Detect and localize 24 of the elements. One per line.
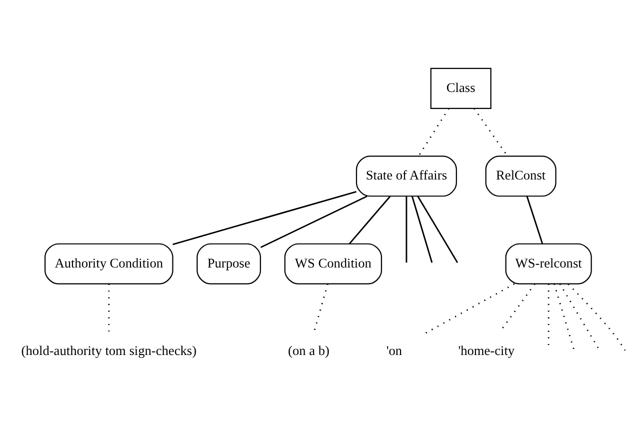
node-box: Class xyxy=(430,68,492,109)
connector xyxy=(172,190,357,246)
connector xyxy=(418,108,450,156)
node-box: Authority Condition xyxy=(44,243,174,284)
connector xyxy=(526,196,544,244)
node-text: (on a b) xyxy=(288,343,330,358)
node-box: WS Condition xyxy=(284,243,382,284)
connector xyxy=(313,284,328,332)
node-box: Purpose xyxy=(196,243,261,284)
connector xyxy=(260,196,368,248)
node-box: WS-relconst xyxy=(505,243,592,284)
node-box: RelConst xyxy=(485,156,556,197)
connector xyxy=(348,196,391,244)
connector xyxy=(554,284,575,351)
connector xyxy=(411,196,433,263)
node-box: State of Affairs xyxy=(356,156,457,197)
connector xyxy=(406,196,408,263)
connector xyxy=(417,196,458,263)
connector xyxy=(424,283,515,334)
node-text: (hold-authority tom sign-checks) xyxy=(21,343,197,358)
connector xyxy=(568,284,626,351)
node-text: 'on xyxy=(386,343,402,358)
connector xyxy=(559,284,600,351)
node-text: 'home-city xyxy=(458,343,515,358)
